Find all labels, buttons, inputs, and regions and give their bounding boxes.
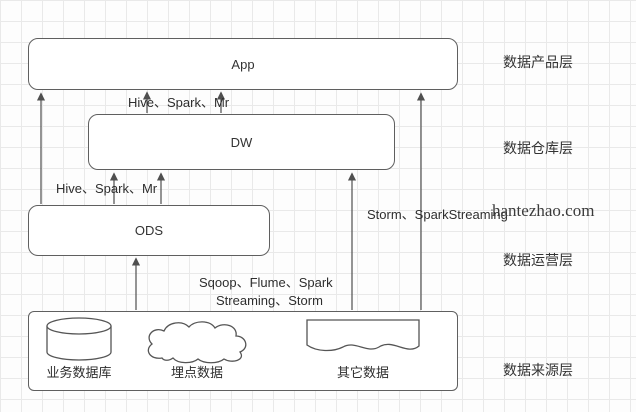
ods-node: ODS (28, 205, 270, 256)
layer-label-source: 数据来源层 (503, 362, 573, 378)
cloud-icon (142, 318, 252, 369)
dw-node-label: DW (230, 134, 253, 150)
ods-node-label: ODS (134, 223, 164, 238)
watermark-text: hantezhao.com (492, 201, 595, 220)
dw-node: DW (88, 114, 395, 170)
app-node-label: App (231, 56, 255, 72)
database-cylinder-icon (44, 317, 114, 366)
other-data-label: 其它数据 (336, 365, 389, 380)
edge-label-ods-to-dw: Hive、Spark、Mr (56, 181, 158, 196)
edge-label-ingest-line1: Sqoop、Flume、Spark (199, 275, 333, 290)
layer-label-warehouse: 数据仓库层 (503, 140, 573, 156)
layer-label-operation: 数据运营层 (503, 252, 573, 268)
tracking-data-label: 埋点数据 (170, 365, 223, 380)
document-wave-icon (305, 318, 421, 363)
edge-label-dw-to-app: Hive、Spark、Mr (128, 95, 230, 110)
app-node: App (28, 38, 458, 90)
edge-label-ingest-line2: Streaming、Storm (216, 293, 323, 308)
business-db-label: 业务数据库 (46, 365, 112, 380)
edge-label-realtime: Storm、SparkStreaming (367, 207, 508, 222)
layer-label-product: 数据产品层 (503, 54, 573, 70)
